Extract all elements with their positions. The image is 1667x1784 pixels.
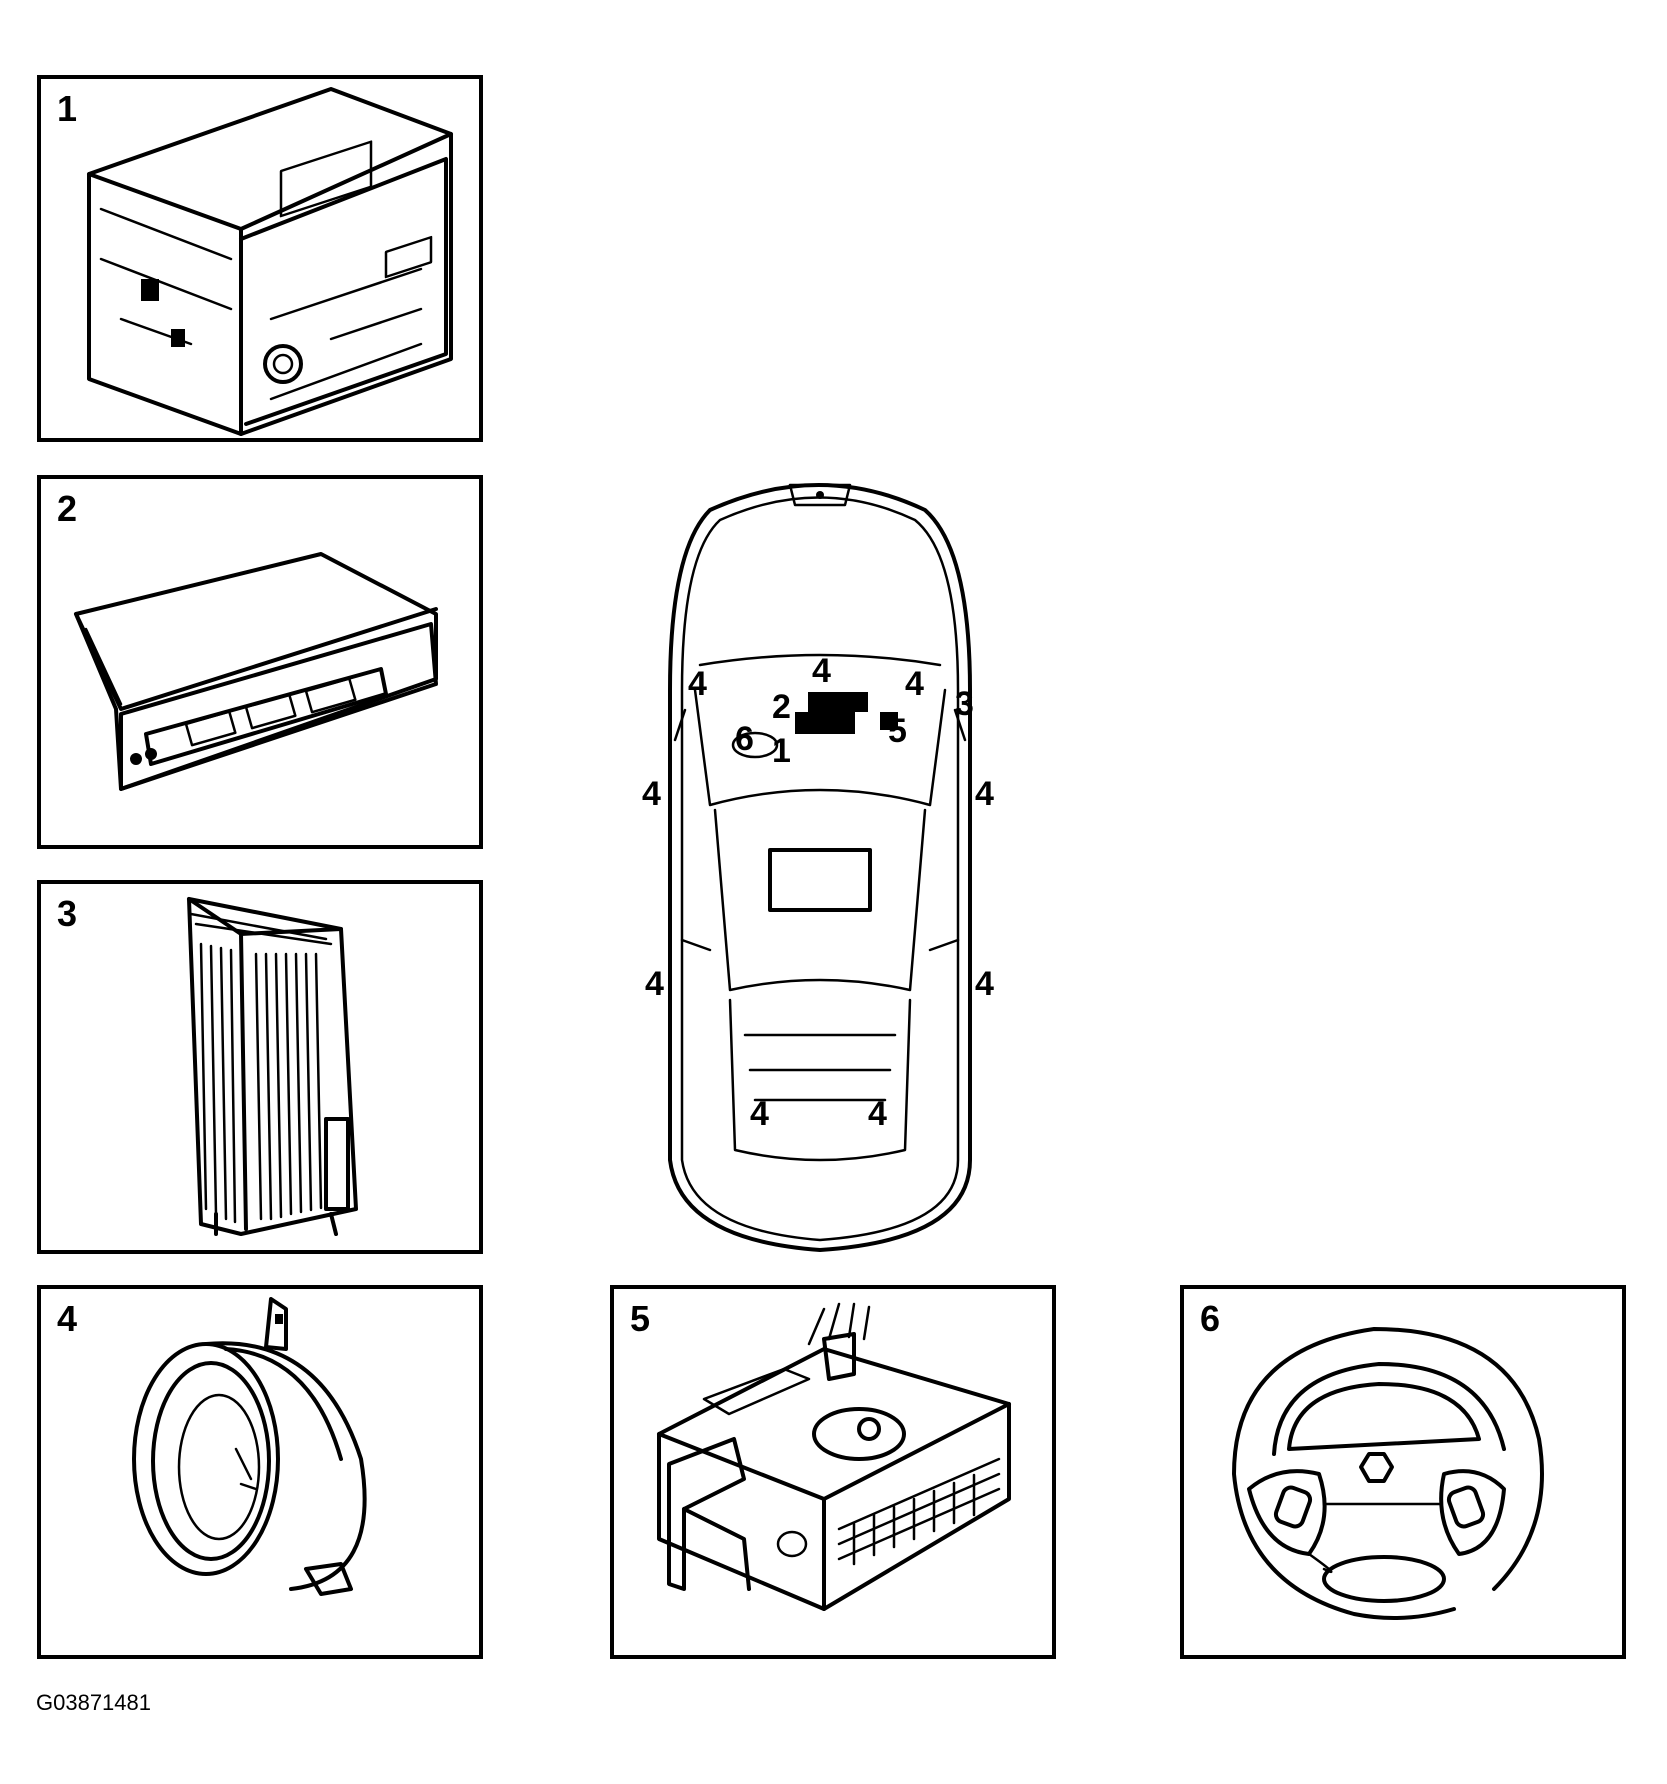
car-callout: 4 — [688, 665, 707, 703]
car-body-outline — [668, 483, 972, 1252]
figure-id: G03871481 — [36, 1690, 151, 1715]
panel-4: 4 — [37, 1285, 483, 1659]
speaker-icon — [132, 1297, 367, 1596]
cd-changer-icon — [74, 552, 438, 791]
car-callout: 4 — [645, 965, 664, 1003]
car-callout: 4 — [812, 652, 831, 690]
car-callout: 4 — [905, 665, 924, 703]
panel-5: 5 — [610, 1285, 1056, 1659]
panel-6: 6 — [1180, 1285, 1626, 1659]
panel-number: 1 — [57, 88, 78, 129]
panel-number: 5 — [630, 1298, 651, 1339]
car-top-view: 4 4 4 3 2 5 6 1 4 4 4 4 4 4 — [642, 483, 994, 1252]
audio-amplifier-icon — [187, 897, 358, 1236]
car-callout: 5 — [888, 712, 907, 750]
panel-number: 4 — [57, 1298, 78, 1339]
car-callout: 2 — [772, 688, 791, 726]
panel-3: 3 — [37, 880, 483, 1254]
steering-wheel-controls-icon — [1232, 1327, 1544, 1620]
car-callout: 6 — [735, 720, 754, 758]
car-callout: 4 — [642, 775, 661, 813]
car-callout: 4 — [975, 775, 994, 813]
car-callout: 4 — [975, 965, 994, 1003]
panel-1: 1 — [37, 75, 483, 442]
panel-number: 3 — [57, 893, 78, 934]
panel-number: 6 — [1200, 1298, 1221, 1339]
car-callout: 4 — [868, 1095, 887, 1133]
control-module-connector-icon — [657, 1302, 1011, 1611]
panel-number: 2 — [57, 488, 78, 529]
car-callout: 4 — [750, 1095, 769, 1133]
radio-head-unit-icon — [87, 87, 453, 436]
car-callout: 3 — [955, 685, 974, 723]
panel-2: 2 — [37, 475, 483, 849]
car-callout: 1 — [772, 732, 791, 770]
